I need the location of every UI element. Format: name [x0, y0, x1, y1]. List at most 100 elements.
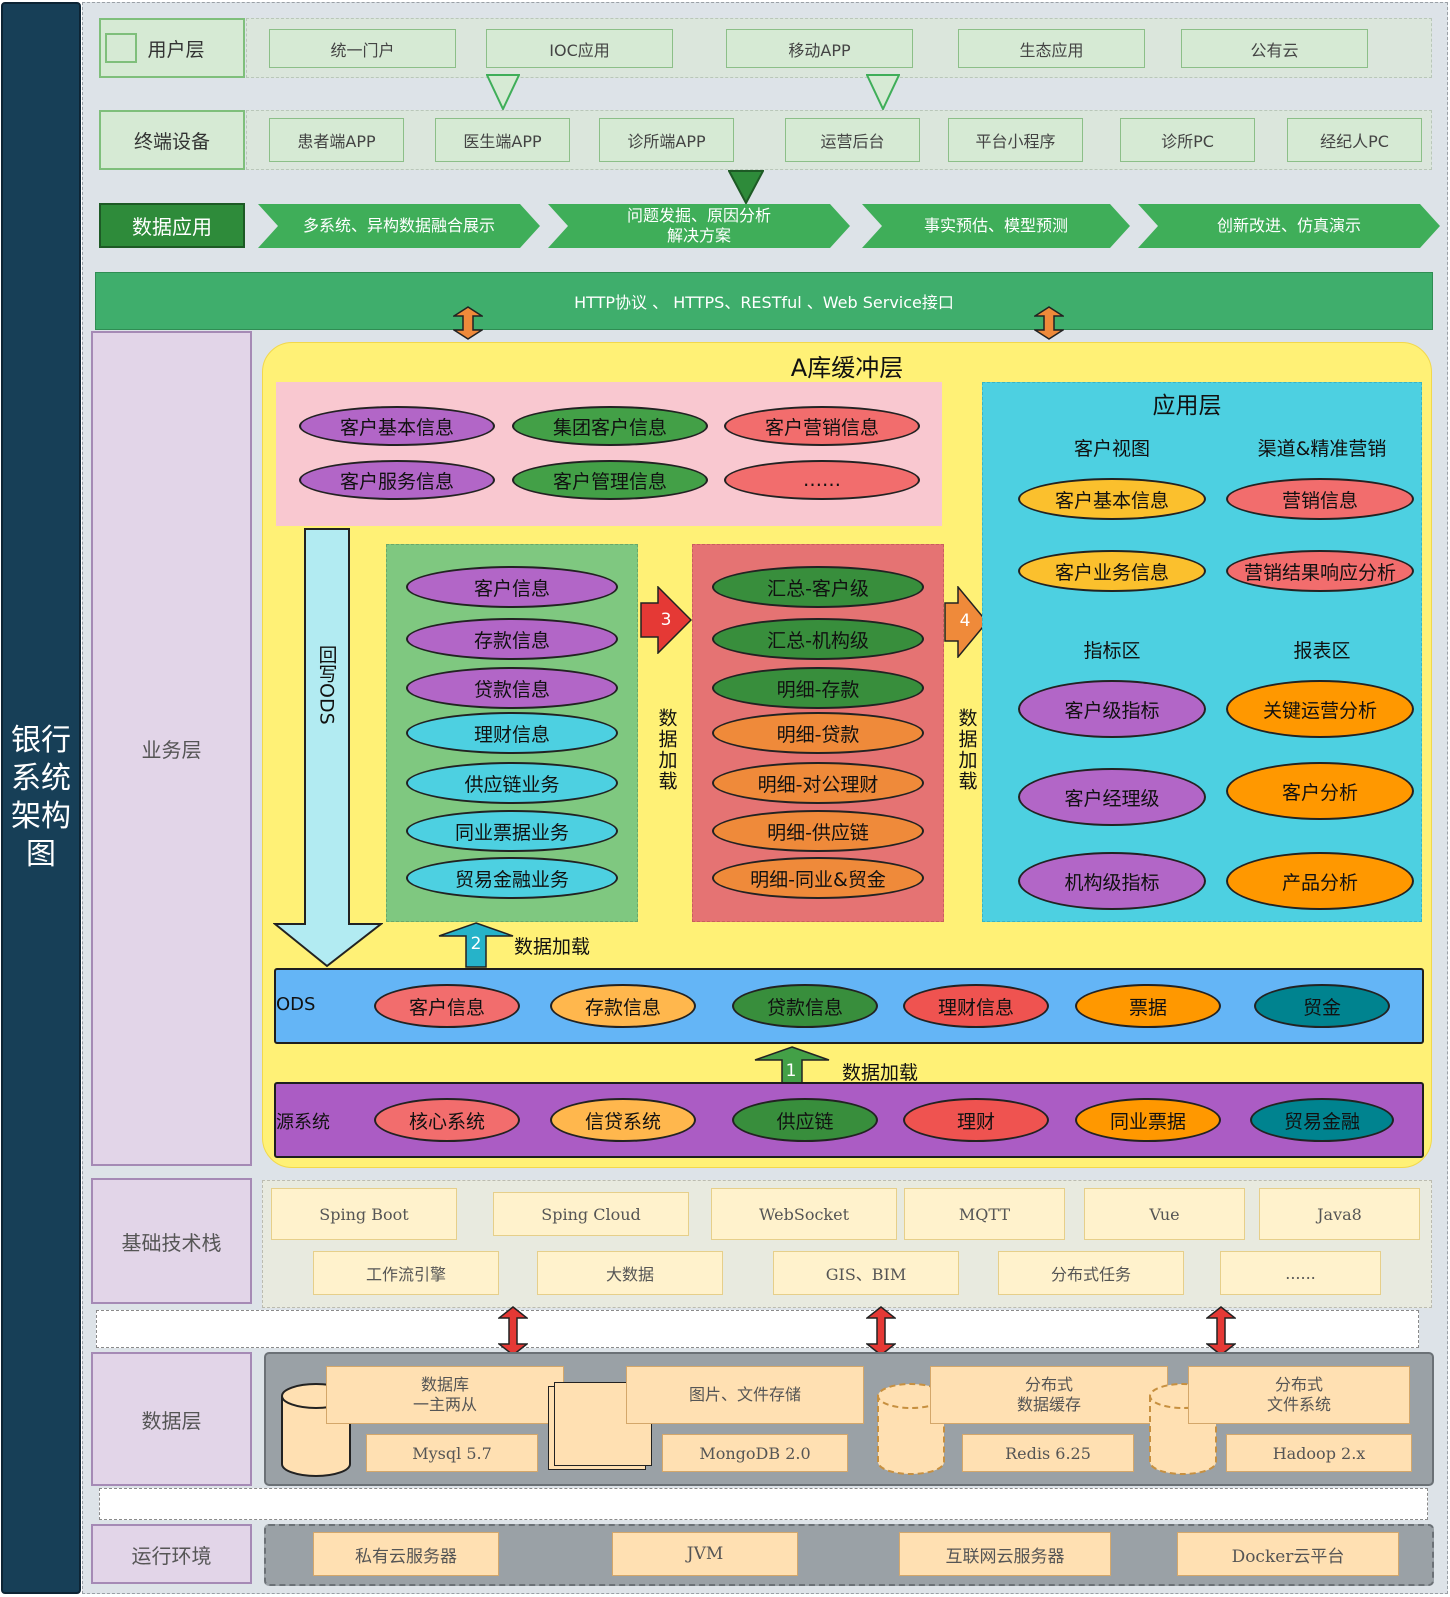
app-section-indicators: 指标区: [1083, 639, 1141, 662]
cache-sub-box: Redis 6.25: [962, 1434, 1134, 1472]
step-4-label: 4: [959, 611, 971, 631]
source-pill: 贸易金融: [1250, 1098, 1394, 1142]
down-triangle-icon: [866, 74, 900, 110]
ods-pill: 理财信息: [903, 984, 1049, 1028]
double-arrow-icon: [453, 306, 483, 340]
cache-main-box: 分布式 数据缓存: [930, 1366, 1168, 1424]
user-item-ecology: 生态应用: [958, 29, 1145, 68]
tech-item: GIS、BIM: [773, 1251, 959, 1295]
detail-pill: 同业票据业务: [406, 810, 618, 852]
summary-pill: 明细-供应链: [712, 810, 924, 852]
app-section-reports: 报表区: [1293, 639, 1351, 662]
down-triangle-solid-icon: [728, 170, 764, 204]
file-main-box: 图片、文件存储: [626, 1366, 864, 1424]
data-app-label: 数据应用: [99, 203, 245, 248]
down-triangle-icon: [486, 74, 520, 110]
detail-pill: 客户信息: [406, 566, 618, 608]
user-layer-checkbox-icon: [105, 33, 137, 63]
customer-pill: ……: [724, 460, 920, 500]
step-3-label: 3: [660, 610, 672, 630]
tech-item: Vue: [1084, 1188, 1245, 1240]
double-arrow-icon: [1034, 306, 1064, 340]
writeback-label: 回写ODS: [315, 645, 338, 725]
source-pill: 核心系统: [374, 1098, 520, 1142]
detail-pill: 供应链业务: [406, 762, 618, 804]
tech-item: ......: [1220, 1251, 1381, 1295]
step-1-label: 1: [785, 1061, 797, 1081]
tech-item: Sping Cloud: [493, 1192, 689, 1236]
user-item-mobile: 移动APP: [726, 29, 913, 68]
biz-layer-label: 业务层: [91, 331, 252, 1166]
terminal-item-clinic: 诊所端APP: [599, 118, 734, 162]
runtime-item: JVM: [612, 1532, 798, 1576]
runtime-item: 私有云服务器: [313, 1532, 499, 1576]
connector-band-2: [99, 1488, 1428, 1520]
ods-pill: 票据: [1075, 984, 1221, 1028]
double-arrow-icon: [866, 1306, 896, 1356]
customer-pill: 集团客户信息: [512, 406, 708, 446]
fs-sub-box: Hadoop 2.x: [1226, 1434, 1412, 1472]
load-label-vertical-2: 数据加载: [955, 708, 978, 792]
db-main-box: 数据库 一主两从: [326, 1366, 564, 1424]
tech-item: Sping Boot: [271, 1188, 457, 1240]
summary-pill: 明细-同业&贸金: [712, 857, 924, 899]
terminal-label: 终端设备: [99, 110, 245, 170]
source-pill: 信贷系统: [550, 1098, 696, 1142]
user-layer-label: 用户层: [99, 18, 245, 78]
step-arrow-up-icon: [438, 922, 514, 968]
buffer-layer-title: A库缓冲层: [790, 353, 904, 382]
double-arrow-icon: [1206, 1306, 1236, 1356]
tech-item: MQTT: [904, 1188, 1065, 1240]
http-interface-bar: HTTP协议 、 HTTPS、RESTful 、Web Service接口: [95, 272, 1433, 330]
source-pill: 供应链: [732, 1098, 878, 1142]
data-app-chevron-1: 多系统、异构数据融合展示: [258, 204, 540, 248]
detail-pill: 贷款信息: [406, 667, 618, 709]
app-pill: 客户经理级: [1018, 768, 1206, 826]
terminal-item-broker-pc: 经纪人PC: [1287, 118, 1422, 162]
app-pill: 营销信息: [1226, 478, 1414, 520]
app-pill: 客户级指标: [1018, 680, 1206, 738]
detail-pill: 理财信息: [406, 712, 618, 754]
terminal-item-ops: 运营后台: [785, 118, 920, 162]
user-item-cloud: 公有云: [1181, 29, 1368, 68]
data-app-chevron-3: 事实预估、模型预测: [862, 204, 1130, 248]
terminal-item-clinic-pc: 诊所PC: [1120, 118, 1255, 162]
ods-pill: 贷款信息: [732, 984, 878, 1028]
load-label-vertical-1: 数据加载: [655, 708, 678, 792]
summary-pill: 明细-对公理财: [712, 762, 924, 804]
data-app-chevron-2: 问题发掘、原因分析 解决方案: [548, 204, 850, 248]
step-2-label: 2: [470, 934, 482, 954]
customer-pill: 客户营销信息: [724, 406, 920, 446]
app-pill: 客户基本信息: [1018, 478, 1206, 520]
app-pill: 机构级指标: [1018, 852, 1206, 910]
tech-item: 工作流引擎: [313, 1251, 499, 1295]
ods-pill: 存款信息: [550, 984, 696, 1028]
summary-pill: 汇总-机构级: [712, 618, 924, 660]
writeback-arrow-icon: [273, 528, 383, 968]
load-label-1: 数据加载: [842, 1062, 919, 1084]
load-label-2: 数据加载: [514, 936, 591, 958]
customer-pill: 客户基本信息: [299, 406, 495, 446]
terminal-item-doctor: 医生端APP: [435, 118, 570, 162]
file-sub-box: MongoDB 2.0: [662, 1434, 848, 1472]
tech-stack-label: 基础技术栈: [91, 1178, 252, 1304]
application-layer-panel: [982, 382, 1422, 922]
runtime-item: 互联网云服务器: [899, 1532, 1111, 1576]
user-item-portal: 统一门户: [269, 29, 456, 68]
tech-item: 大数据: [537, 1251, 723, 1295]
app-layer-title: 应用层: [1152, 393, 1222, 419]
app-pill: 关键运营分析: [1226, 680, 1414, 738]
terminal-item-patient: 患者端APP: [269, 118, 404, 162]
summary-pill: 汇总-客户级: [712, 566, 924, 608]
side-title-text: 银行系统架构图: [11, 723, 71, 872]
app-section-marketing: 渠道&精准营销: [1257, 437, 1387, 460]
customer-info-panel: [276, 382, 942, 526]
source-pill: 理财: [903, 1098, 1049, 1142]
app-pill: 客户分析: [1226, 762, 1414, 820]
source-pill: 同业票据: [1075, 1098, 1221, 1142]
fs-main-box: 分布式 文件系统: [1188, 1366, 1410, 1424]
side-title: 银行系统架构图: [1, 2, 81, 1594]
db-sub-box: Mysql 5.7: [366, 1434, 538, 1472]
user-item-ioc: IOC应用: [486, 29, 673, 68]
connector-band: [96, 1310, 1419, 1348]
